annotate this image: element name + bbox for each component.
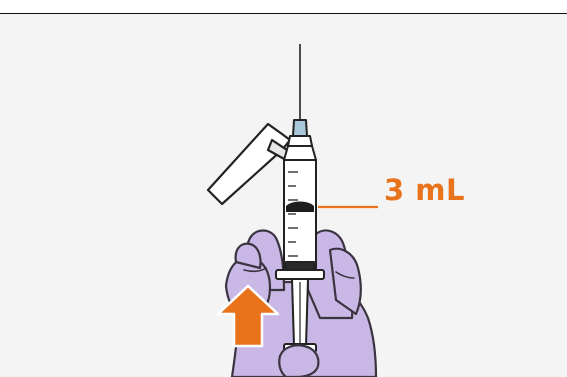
needle-hub <box>293 120 307 136</box>
finger-flange <box>276 270 324 279</box>
needle-safety-cap <box>208 124 290 204</box>
volume-label: 3 mL <box>384 176 465 205</box>
plunger-stopper <box>286 262 314 270</box>
front-fingers <box>279 345 318 377</box>
